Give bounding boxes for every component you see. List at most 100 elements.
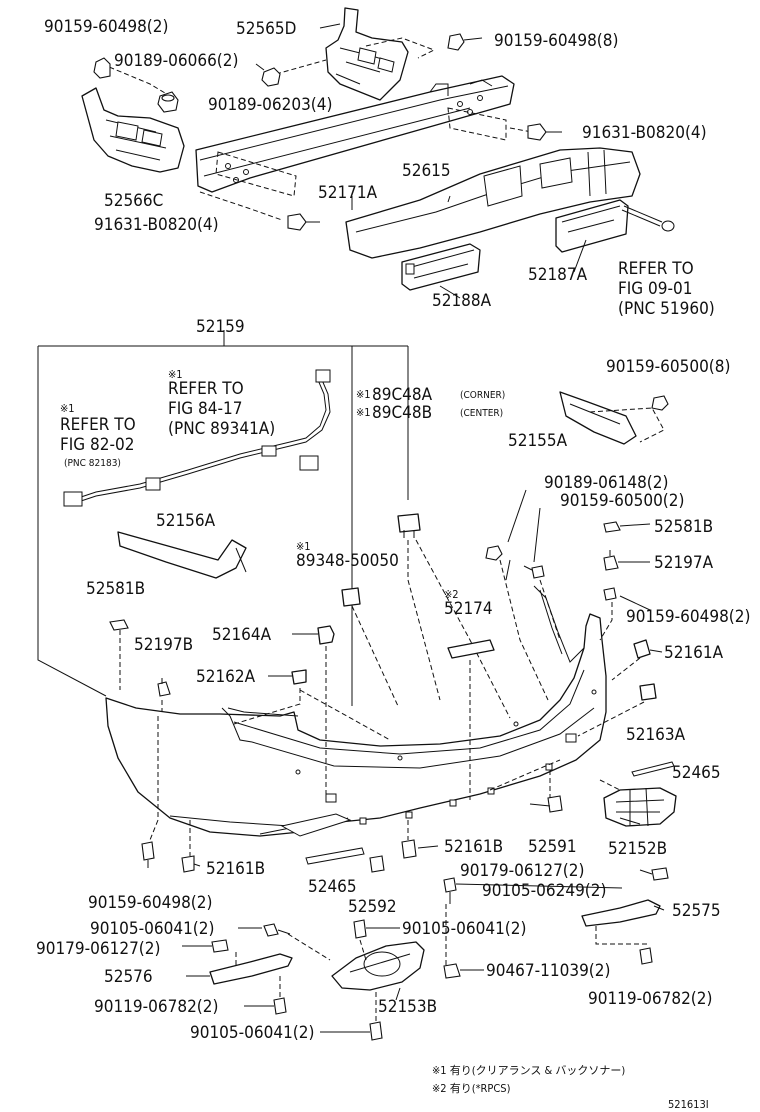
label-90159-60498-bl: 90159-60498(2) [88,893,212,913]
bolt-90119-06782-l-shape [273,997,287,1015]
bracket-52591-shape [547,795,563,813]
label-52575: 52575 [672,901,721,921]
label-52152b: 52152B [608,839,667,859]
bracket-52592-shape [369,855,385,873]
label-52174-mark: ※2 [444,588,459,601]
bolt-90159-60498-tl-shape [93,57,111,79]
label-89348-mark: ※1 [296,540,311,553]
bracket-52156a-shape [117,531,247,579]
bolt-90105-06249-shape [443,877,457,904]
bolt-90159-60500-2-shape [523,565,545,579]
clip-52581b-l-shape [109,619,129,631]
bolt-90189-06148-shape [485,545,503,561]
label-52197a: 52197A [654,553,714,573]
label-90119-06782-r: 90119-06782(2) [588,989,712,1009]
label-52161b-c: 52161B [444,837,503,857]
label-52592: 52592 [348,897,397,917]
bolt-90105-06041-b-shape [369,1021,383,1041]
label-refer-8202-c: (PNC 82183) [64,458,121,469]
bracket-52575-shape [581,899,661,927]
bolt-90105-06041-c-shape [353,919,367,939]
label-refer-8202-b: FIG 82-02 [60,435,134,455]
absorber-52615-shape [345,147,641,259]
label-89348-50050: 89348-50050 [296,551,399,571]
label-52615: 52615 [402,161,451,181]
note-1: ※1 有り(クリアランス & バックソナー) [432,1063,625,1077]
label-52565d: 52565D [236,19,296,39]
label-52164a: 52164A [212,625,272,645]
label-52465-l: 52465 [308,877,357,897]
label-90105-06249: 90105-06249(2) [482,881,606,901]
figure-id: 521613I [668,1098,709,1111]
clip-90467-11039-shape [443,963,461,979]
clip-52161b-l-shape [181,855,195,873]
housing-52152b-shape [603,787,677,827]
label-refer-8417-c: (PNC 89341A) [168,419,275,439]
label-52174: 52174 [444,599,493,619]
sensor-89348-shape [341,587,361,607]
label-52576: 52576 [104,967,153,987]
label-91631-b0820-l: 91631-B0820(4) [94,215,219,235]
label-90105-06041-c: 90105-06041(2) [402,919,526,939]
housing-52153b-shape [331,941,425,991]
clip-52197a-shape [603,550,619,571]
label-52188a: 52188A [432,291,492,311]
label-52581b-r: 52581B [654,517,713,537]
pad-52187a-shape [555,199,629,253]
label-refer-8202-a: REFER TO [60,415,136,435]
label-52156a: 52156A [156,511,216,531]
label-refer-8417-b: FIG 84-17 [168,399,242,419]
label-89c48b: 89C48B [372,403,432,423]
bolt-90159-60498-tr-shape [447,33,483,51]
label-90159-60500-8: 90159-60500(8) [606,357,730,377]
label-52465-r: 52465 [672,763,721,783]
label-89c48b-mark: ※1 [356,406,371,419]
bolt-90119-06782-r-shape [639,947,653,965]
label-refer-8417-mark: ※1 [168,368,183,381]
nut-90189-06066-shape [157,91,179,113]
bolt-91631-b0820-l-shape [287,213,320,231]
label-52187a: 52187A [528,265,588,285]
label-90467-11039: 90467-11039(2) [486,961,610,981]
label-52566c: 52566C [104,191,163,211]
label-90189-06203: 90189-06203(4) [208,95,332,115]
clip-90179-06127-r-shape [651,867,669,881]
label-90119-06782-l: 90119-06782(2) [94,997,218,1017]
label-89c48a-mark: ※1 [356,388,371,401]
retainer-52164a-shape [317,625,335,645]
label-52171a: 52171A [318,183,378,203]
note-2: ※2 有り(*RPCS) [432,1081,511,1095]
clip-90179-06127-l-shape [211,939,229,953]
label-89c48b-note: (CENTER) [460,408,503,419]
wire-harness-shape [63,369,331,507]
clip-52161b-c-shape [401,839,417,859]
bracket-52576-shape [209,953,293,985]
label-52155a: 52155A [508,431,568,451]
label-90159-60498-tl: 90159-60498(2) [44,17,168,37]
label-90179-06127-r: 90179-06127(2) [460,861,584,881]
label-90189-06066: 90189-06066(2) [114,51,238,71]
label-52591: 52591 [528,837,577,857]
label-89c48a-note: (CORNER) [460,390,505,401]
retainer-52565d-shape [325,7,409,101]
label-90189-06148: 90189-06148(2) [544,473,668,493]
sensor-52174-shape [447,639,495,659]
label-52161b-l: 52161B [206,859,265,879]
label-refer-8417-a: REFER TO [168,379,244,399]
label-52162a: 52162A [196,667,256,687]
bolt-90159-60498-bl-shape [141,841,155,868]
label-89c48a: 89C48A [372,385,433,405]
label-91631-b0820-r: 91631-B0820(4) [582,123,707,143]
molding-52465-r-shape [631,761,675,777]
label-90159-60500-2: 90159-60500(2) [560,491,684,511]
bolt-91631-b0820-r-shape [527,123,562,141]
label-52161a: 52161A [664,643,724,663]
retainer-52162a-shape [291,669,307,685]
label-52163a: 52163A [626,725,686,745]
label-90179-06127-l: 90179-06127(2) [36,939,160,959]
clip-52197b-shape [157,678,171,697]
label-refer-8202-mark: ※1 [60,402,75,415]
pad-52188a-shape [401,243,481,291]
retainer-52161a-shape [633,639,651,659]
